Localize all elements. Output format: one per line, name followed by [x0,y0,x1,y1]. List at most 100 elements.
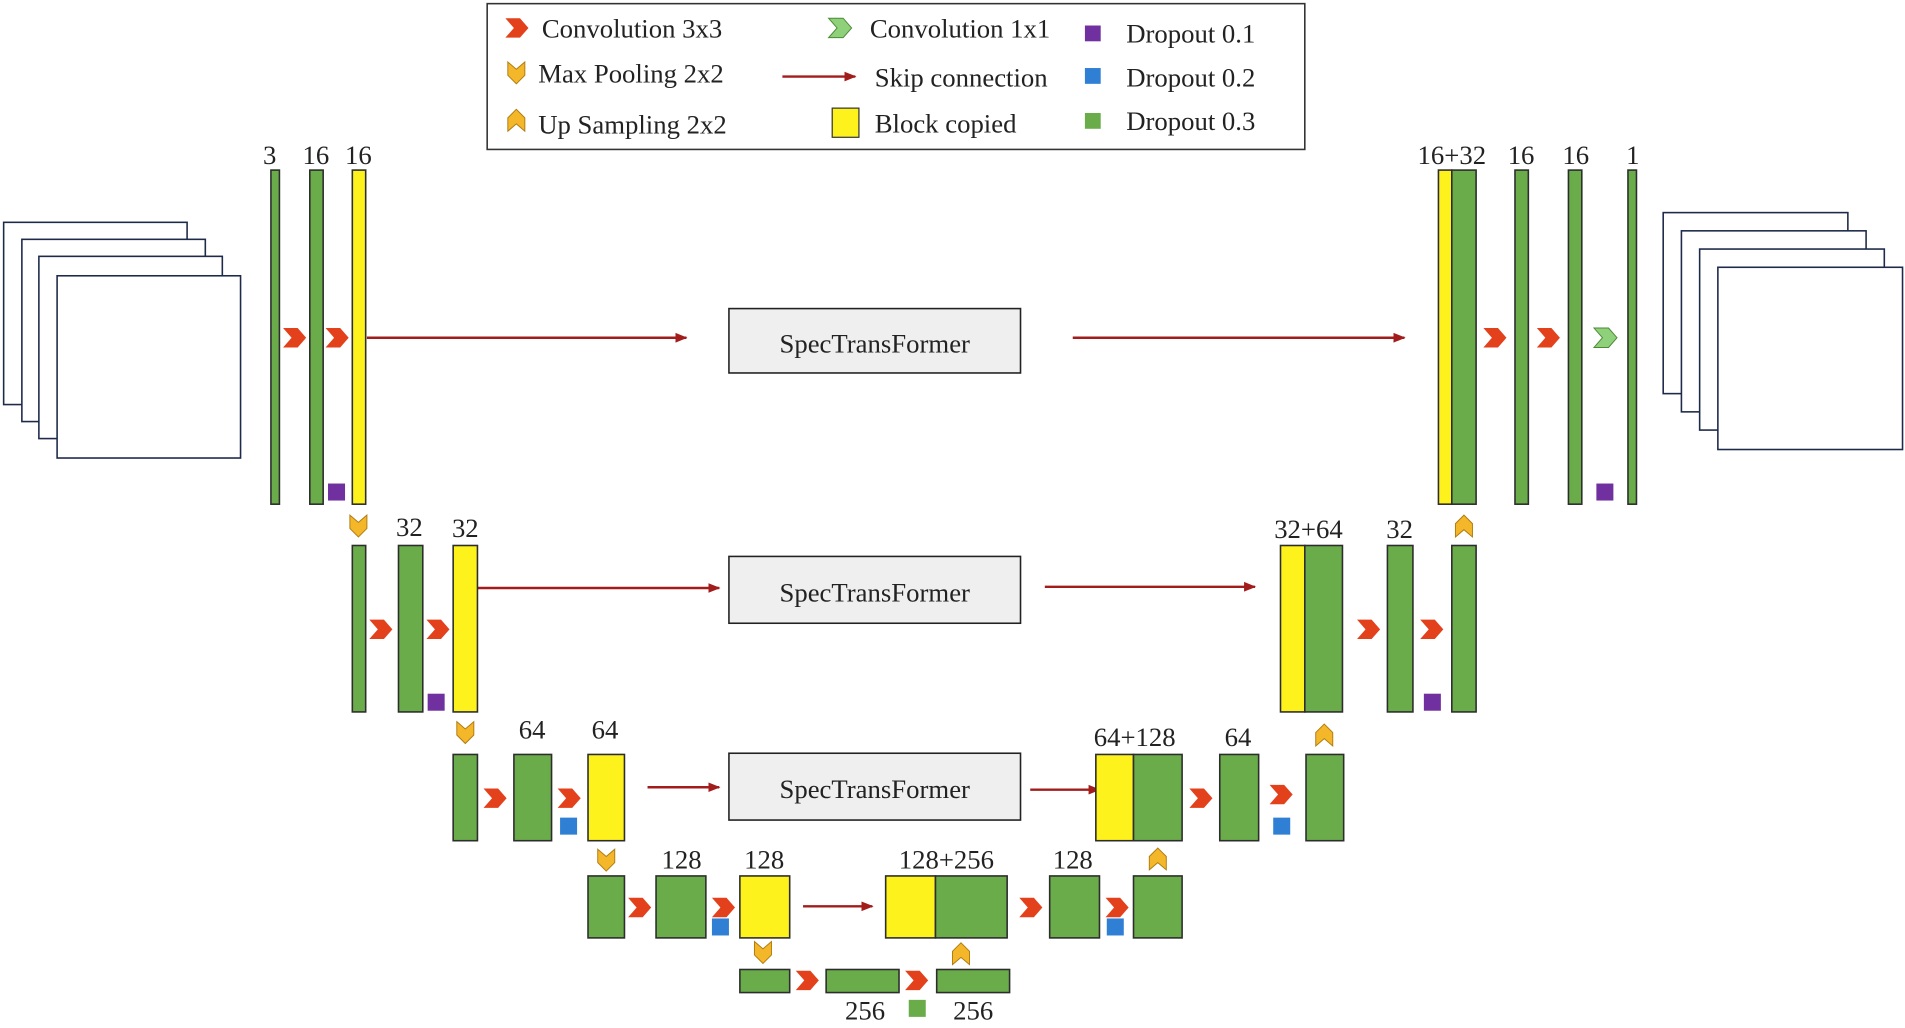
dropout-0-2-icon [560,817,578,835]
upsample-icon [1315,723,1334,748]
spectransformer-box-3 [728,752,1022,821]
conv3x3-icon [1189,788,1213,808]
enc3-block-pooled [452,753,479,842]
channel-label: 1 [1626,140,1639,170]
conv3x3-icon [1536,328,1560,348]
legend-box [486,2,1306,151]
conv3x3-icon [711,897,736,918]
conv3x3-icon [1483,328,1507,348]
transformer-boxes: SpecTransFormer SpecTransFormer SpecTran… [728,307,1022,821]
dropout-markers [328,483,1614,1017]
channel-label: 64+128 [1094,722,1176,752]
enc4-block-128 [655,875,707,939]
enc1-block-16 [309,169,324,505]
channel-label: 64 [1225,722,1252,752]
dec3-block-64b [1305,753,1345,842]
upsample-icon [1148,847,1167,871]
channel-label: 32 [1386,514,1413,544]
conv3x3-icon [1105,897,1129,918]
dec4-block-128b [1132,875,1183,939]
conv3x3-icon [795,970,819,991]
input-image-stack [2,221,242,459]
channel-label: 128 [662,845,702,875]
enc4-block-128-copied [739,875,791,939]
channel-label: 256 [953,995,993,1025]
dec1-block-16b [1567,169,1583,505]
conv3x3-icon [905,970,929,991]
legend-conv3x3-label: Convolution 3x3 [542,14,722,44]
maxpool-chevron-down-icon [507,60,526,85]
channel-label: 16 [345,140,372,170]
enc2-block-pooled [351,544,367,713]
spectransformer-label-2: SpecTransFormer [779,577,970,607]
legend-upsample-label: Up Sampling 2x2 [538,110,727,140]
dec4-block-256 [934,875,1008,939]
dropout-0-1-icon [328,483,346,501]
enc2-block-32-copied [452,544,479,713]
dec2-block-32a [1386,544,1414,713]
dropout-0-1-icon [1423,693,1441,711]
conv3x3-chevron-icon [505,18,529,38]
enc1-block-16-copied [351,169,367,505]
spectransformer-box-2 [728,555,1022,625]
dec2-block-copied [1279,544,1306,713]
feature-blocks [270,169,1638,994]
maxpool-icon [753,940,772,965]
channel-label: 16 [1562,140,1589,170]
legend-skip-label: Skip connection [875,62,1048,92]
upsample-icon [951,942,970,966]
conv1x1-chevron-icon [827,17,853,39]
conv3x3-icon [283,328,307,348]
maxpool-icon [349,514,368,538]
dropout-0-1-icon [1596,483,1614,501]
enc3-block-64-copied [587,753,626,842]
spectransformer-label-1: SpecTransFormer [779,328,970,358]
dec3-block-64a [1218,753,1260,842]
dropout-0-2-icon [1106,918,1124,936]
dec3-block-copied [1095,753,1135,842]
conv3x3-icon [369,619,393,640]
enc3-block-64 [513,753,553,842]
dec1-block-1 [1627,169,1638,505]
maxpool-operations [349,514,772,965]
channel-label: 32 [452,513,479,543]
enc2-block-32 [397,544,424,713]
dec4-block-128a [1048,875,1101,939]
skip-connections [366,332,1406,912]
channel-label: 32+64 [1274,514,1343,544]
legend-dropout-0-2-label: Dropout 0.2 [1126,62,1255,92]
channel-label: 64 [519,715,546,745]
bottleneck-block-pooled [739,968,791,994]
upsample-icon [1454,514,1473,539]
dec3-block-128 [1132,753,1183,842]
legend-dropout-0-3-label: Dropout 0.3 [1126,106,1255,136]
conv3x3-icon [426,619,450,640]
channel-label: 32 [396,512,423,542]
channel-label: 128 [1053,845,1093,875]
dropout-0-1-icon [427,693,445,711]
conv3x3-operations [283,328,1560,991]
channel-label: 3 [263,140,276,170]
conv3x3-icon [483,788,507,808]
legend-dropout-0-1-label: Dropout 0.1 [1126,19,1255,49]
bottleneck-block-256b [935,968,1011,994]
conv3x3-icon [325,328,349,348]
dec1-block-16a [1514,169,1530,505]
maxpool-icon [456,720,475,745]
dec2-block-32b [1451,544,1477,713]
dec1-block-32 [1451,169,1477,505]
dropout-0-1-square-icon [1084,25,1101,42]
channel-label: 256 [845,995,885,1025]
dropout-0-3-square-icon [1084,112,1101,129]
spectransformer-label-3: SpecTransFormer [779,774,970,804]
conv3x3-icon [1269,784,1293,805]
conv1x1-icon [1592,327,1618,348]
dropout-0-2-icon [1273,817,1291,835]
dropout-0-2-square-icon [1084,68,1101,84]
channel-label: 64 [592,715,619,745]
channel-label: 128+256 [899,845,994,875]
bottleneck-block-256a [825,968,900,994]
conv3x3-icon [1420,619,1444,640]
legend-maxpool-label: Max Pooling 2x2 [538,59,724,89]
